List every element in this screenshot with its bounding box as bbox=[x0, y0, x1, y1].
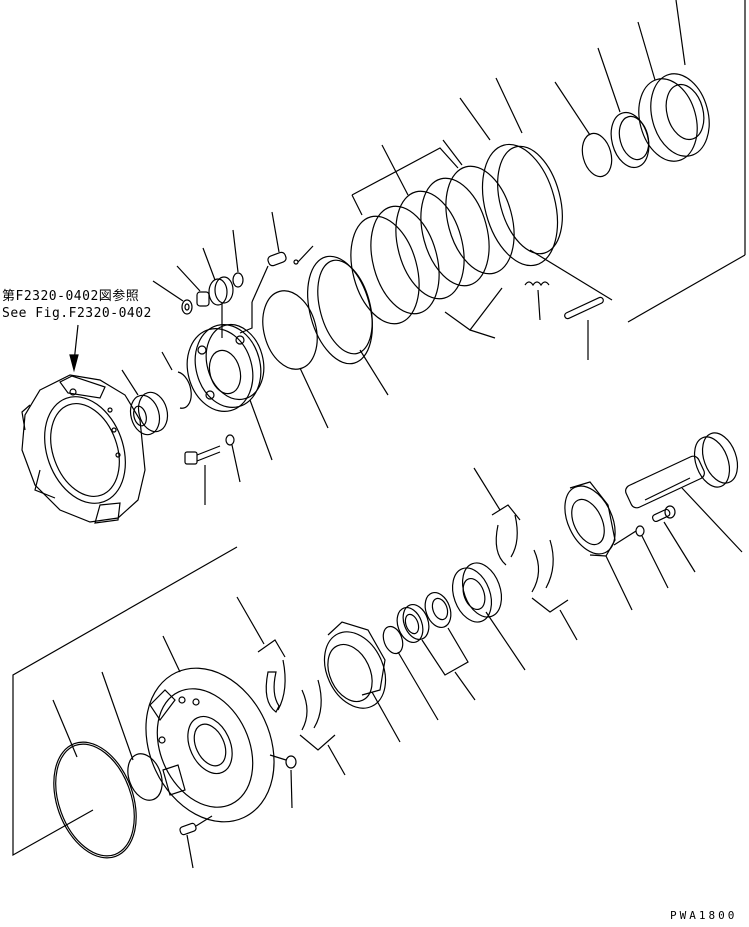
thrust-washer bbox=[232, 229, 244, 288]
seal-ring-small bbox=[101, 671, 163, 801]
snap-ring-lower bbox=[382, 625, 439, 721]
reference-note: 第F2320-0402図参照 See Fig.F2320-0402 bbox=[2, 288, 152, 322]
reference-note-english: See Fig.F2320-0402 bbox=[2, 306, 152, 321]
assembly-boundary-lower bbox=[12, 546, 238, 857]
bearing-lower bbox=[396, 603, 430, 644]
clutch-cylinder bbox=[637, 0, 710, 162]
dowel-pin-lower bbox=[179, 815, 213, 869]
seal-ring-large bbox=[52, 699, 137, 859]
input-shaft bbox=[625, 432, 743, 553]
drawing-code: PWA1800 bbox=[670, 909, 738, 922]
transmission-housing bbox=[21, 374, 146, 524]
reference-note-japanese: 第F2320-0402図参照 bbox=[2, 289, 140, 304]
clutch-hub bbox=[307, 255, 389, 396]
shim-set-a bbox=[236, 596, 286, 713]
shim-set-b bbox=[299, 679, 346, 776]
retainer-snap-ring bbox=[554, 81, 613, 178]
planetary-carrier bbox=[186, 323, 273, 461]
o-ring bbox=[262, 290, 329, 429]
piston bbox=[459, 77, 563, 267]
washer-small bbox=[152, 280, 193, 315]
bolt-lower bbox=[651, 505, 696, 573]
nut bbox=[176, 265, 210, 307]
bearing bbox=[121, 369, 169, 436]
planet-gear bbox=[202, 247, 234, 338]
bearing-cage bbox=[323, 621, 401, 743]
assembly-boundary-upper bbox=[627, 0, 746, 323]
pin bbox=[239, 211, 314, 334]
bolt bbox=[184, 445, 221, 505]
clutch-plates bbox=[350, 139, 515, 339]
cover bbox=[564, 481, 633, 611]
pump-body bbox=[145, 635, 275, 823]
gear-lower bbox=[451, 562, 526, 671]
washer-lower bbox=[613, 525, 669, 589]
reference-arrow bbox=[69, 324, 79, 373]
seal bbox=[421, 591, 476, 701]
shim-set-c-lower bbox=[531, 539, 578, 641]
plug bbox=[269, 754, 297, 809]
retainer-ring bbox=[597, 47, 650, 169]
spring bbox=[524, 249, 613, 321]
snap-ring bbox=[161, 351, 192, 409]
washer-bolt bbox=[225, 434, 241, 483]
dowel-pin-upper bbox=[564, 296, 604, 360]
shim-set-c-upper bbox=[473, 467, 521, 566]
